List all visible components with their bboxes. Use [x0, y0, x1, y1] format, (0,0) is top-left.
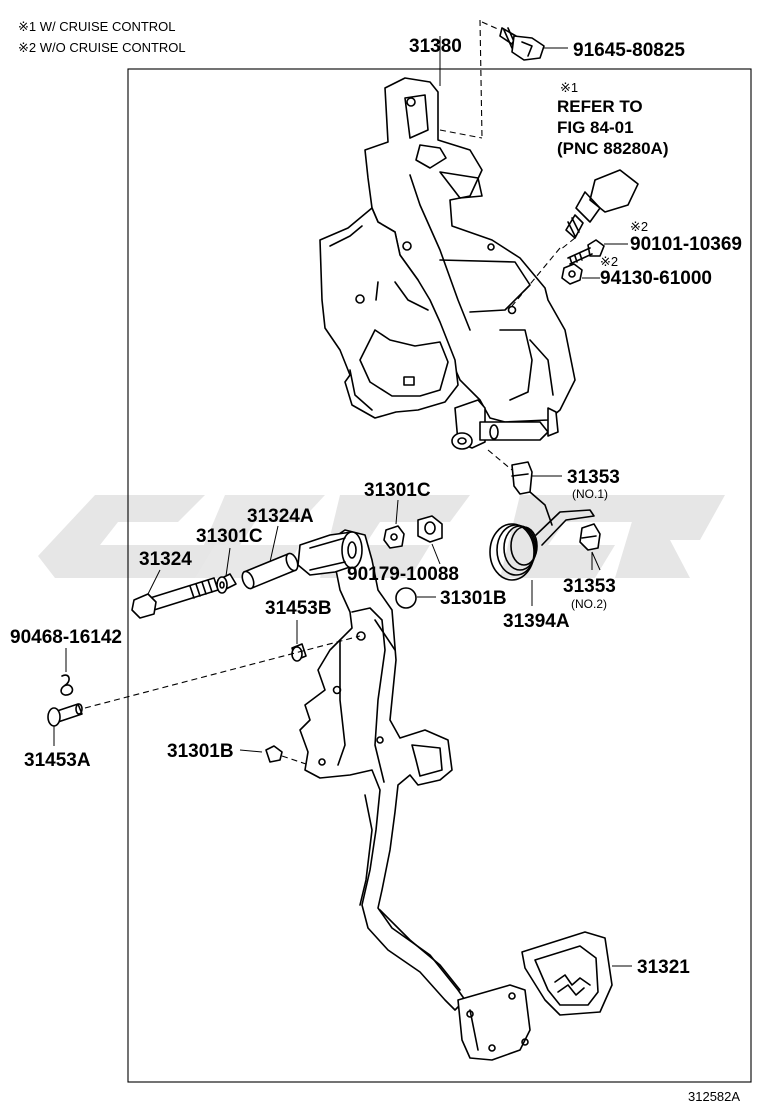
refer-mark: ※1: [560, 80, 578, 95]
label-90179-10088: 90179-10088: [347, 564, 459, 585]
pedal-pad-31321: [521, 931, 613, 1016]
label-31394a: 31394A: [503, 611, 570, 632]
label-31301c-left: 31301C: [196, 526, 263, 547]
refer-line-2: FIG 84-01: [557, 118, 634, 137]
refer-line-1: REFER TO: [557, 97, 643, 116]
note-no-cruise-control: ※2 W/O CRUISE CONTROL: [18, 40, 186, 55]
figure-id: 312582A: [688, 1089, 740, 1104]
label-31324: 31324: [139, 549, 192, 570]
bolt-31324: [131, 577, 219, 619]
bushing-31301b-left: [265, 745, 283, 763]
brake-pedal-arm: [297, 529, 531, 1061]
label-31321: 31321: [637, 957, 690, 978]
mark-note2-a: ※2: [630, 219, 648, 234]
bushing-31301c-top: [383, 525, 405, 549]
clip-90468: [60, 674, 74, 696]
pin-31453b: [291, 643, 307, 662]
note-cruise-control: ※1 W/ CRUISE CONTROL: [18, 19, 176, 34]
bushing-31301b-right: [395, 587, 417, 609]
label-31453a: 31453A: [24, 750, 91, 771]
spring-clip-31353-no2: [579, 523, 601, 551]
label-90468-16142: 90468-16142: [10, 627, 122, 648]
label-31453b: 31453B: [265, 598, 332, 619]
bolt-91645: [499, 27, 545, 61]
refer-line-3: (PNC 88280A): [557, 139, 669, 158]
mark-note2-b: ※2: [600, 254, 618, 269]
nut-94130: [561, 263, 583, 285]
label-31324a: 31324A: [247, 506, 314, 527]
nut-90179: [417, 515, 443, 543]
label-31353-no2: 31353: [563, 576, 616, 597]
label-31353-no1-sub: (NO.1): [572, 487, 608, 501]
collar-31324a: [241, 552, 299, 590]
label-90101-10369: 90101-10369: [630, 234, 742, 255]
label-31353-no2-sub: (NO.2): [571, 597, 607, 611]
clevis-pin-31453a: [47, 703, 83, 727]
label-94130-61000: 94130-61000: [600, 268, 712, 289]
spring-clip-31353-no1: [511, 461, 533, 495]
label-31380: 31380: [409, 36, 462, 57]
pedal-bracket-31380: [319, 77, 576, 450]
label-31301b-right: 31301B: [440, 588, 507, 609]
label-31353-no1: 31353: [567, 467, 620, 488]
label-31301c-top: 31301C: [364, 480, 431, 501]
cruise-switch: [565, 169, 639, 239]
return-spring-31394a: [489, 491, 595, 581]
label-91645-80825: 91645-80825: [573, 40, 685, 61]
label-31301b-left: 31301B: [167, 741, 234, 762]
screw-90101: [567, 239, 605, 265]
